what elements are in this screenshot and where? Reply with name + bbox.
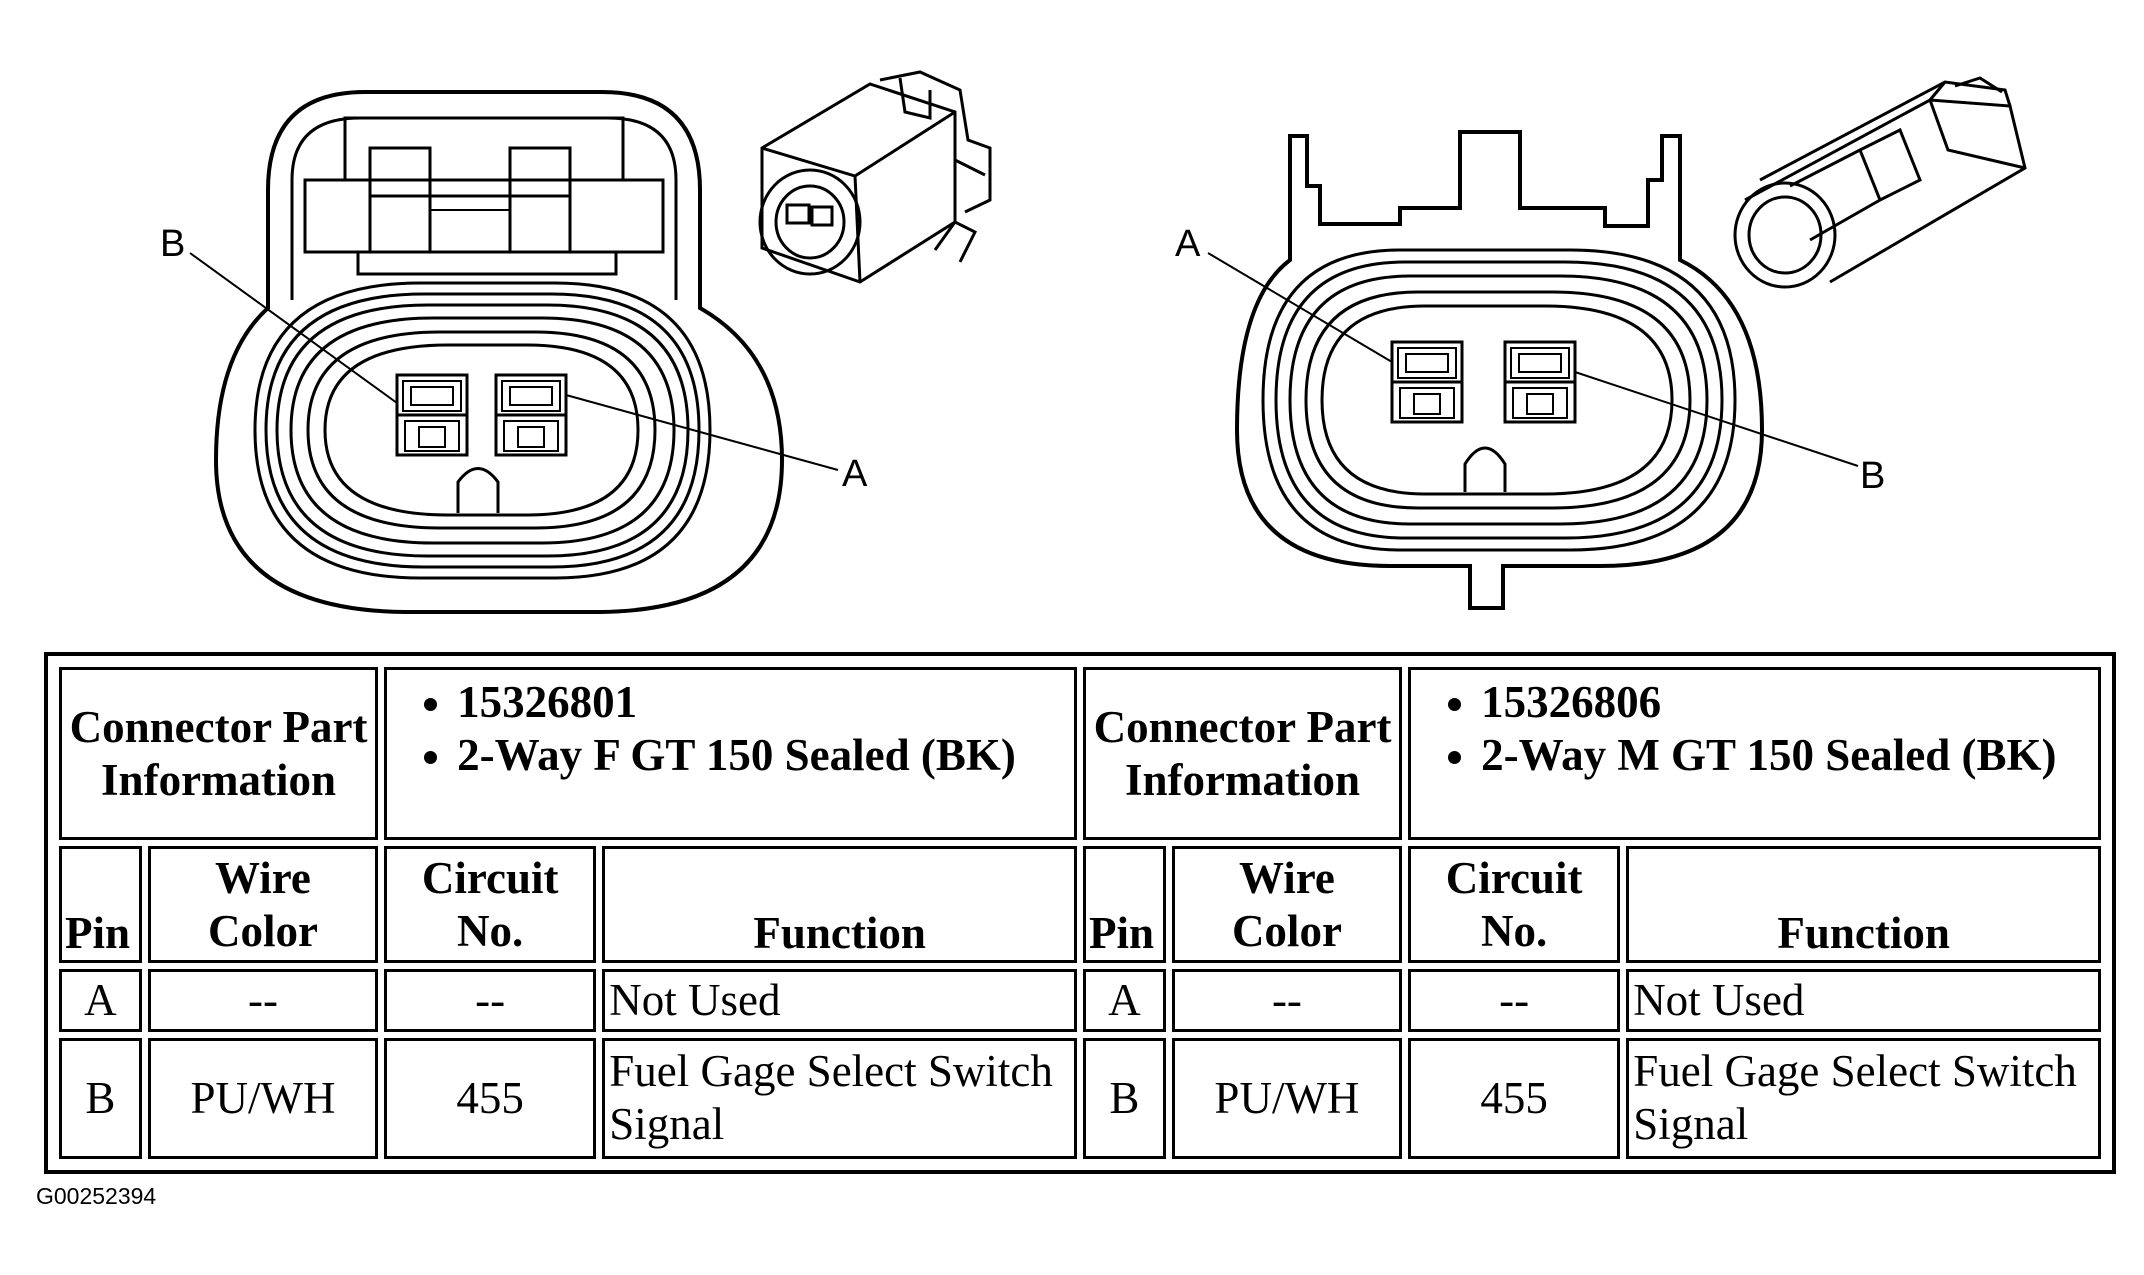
column-header-function-left: Function <box>602 846 1077 964</box>
left-pin-label-b: B <box>160 223 185 265</box>
table-row: B PU/WH 455 Fuel Gage Select Switch Sign… <box>59 1037 2101 1159</box>
connector-pinout-table-frame: Connector Part Information 15326801 2-Wa… <box>44 652 2116 1174</box>
connector-part-info-header-left: Connector Part Information <box>59 667 379 841</box>
wire-color-cell-left: -- <box>147 969 379 1032</box>
right-pin-label-b: B <box>1860 455 1885 497</box>
column-header-function-right: Function <box>1626 846 2101 964</box>
table-row: A -- -- Not Used A -- -- Not Used <box>59 969 2101 1032</box>
pin-cell-left: B <box>59 1037 142 1159</box>
pin-cell-left: A <box>59 969 142 1032</box>
part-info-right: 15326806 2-Way M GT 150 Sealed (BK) <box>1408 667 2101 841</box>
connector-part-info-header-right: Connector Part Information <box>1082 667 1403 841</box>
column-header-row: Pin Wire Color Circuit No. Function Pin … <box>59 846 2101 964</box>
function-cell-right: Not Used <box>1626 969 2101 1032</box>
part-description-left: 2-Way F GT 150 Sealed (BK) <box>457 729 1070 782</box>
circuit-no-cell-right: -- <box>1408 969 1621 1032</box>
circuit-no-cell-right: 455 <box>1408 1037 1621 1159</box>
left-pin-label-a: A <box>842 453 868 495</box>
part-number-right: 15326806 <box>1481 676 2094 729</box>
right-connector-face <box>1207 130 1859 610</box>
wire-color-cell-left: PU/WH <box>147 1037 379 1159</box>
pin-cell-right: B <box>1082 1037 1166 1159</box>
left-connector-3d-view <box>758 70 992 284</box>
right-connector-3d-view <box>1733 76 2027 289</box>
part-description-right: 2-Way M GT 150 Sealed (BK) <box>1481 729 2094 782</box>
column-header-pin-right: Pin <box>1082 846 1166 964</box>
right-pin-label-a: A <box>1175 223 1201 265</box>
part-number-left: 15326801 <box>457 676 1070 729</box>
column-header-circuit-no-right: Circuit No. <box>1408 846 1621 964</box>
function-cell-right: Fuel Gage Select Switch Signal <box>1626 1037 2101 1159</box>
pin-cell-right: A <box>1082 969 1166 1032</box>
column-header-wire-color-left: Wire Color <box>147 846 379 964</box>
circuit-no-cell-left: 455 <box>384 1037 597 1159</box>
left-connector-face <box>189 90 839 614</box>
column-header-wire-color-right: Wire Color <box>1171 846 1403 964</box>
column-header-pin-left: Pin <box>59 846 142 964</box>
part-info-row: Connector Part Information 15326801 2-Wa… <box>59 667 2101 841</box>
column-header-circuit-no-left: Circuit No. <box>384 846 597 964</box>
function-cell-left: Not Used <box>602 969 1077 1032</box>
circuit-no-cell-left: -- <box>384 969 597 1032</box>
connector-drawings: B A <box>160 70 2027 614</box>
function-cell-left: Fuel Gage Select Switch Signal <box>602 1037 1077 1159</box>
figure-id: G00252394 <box>36 1183 157 1209</box>
connector-pinout-table: Connector Part Information 15326801 2-Wa… <box>53 661 2107 1165</box>
wire-color-cell-right: PU/WH <box>1171 1037 1403 1159</box>
wire-color-cell-right: -- <box>1171 969 1403 1032</box>
part-info-left: 15326801 2-Way F GT 150 Sealed (BK) <box>384 667 1077 841</box>
